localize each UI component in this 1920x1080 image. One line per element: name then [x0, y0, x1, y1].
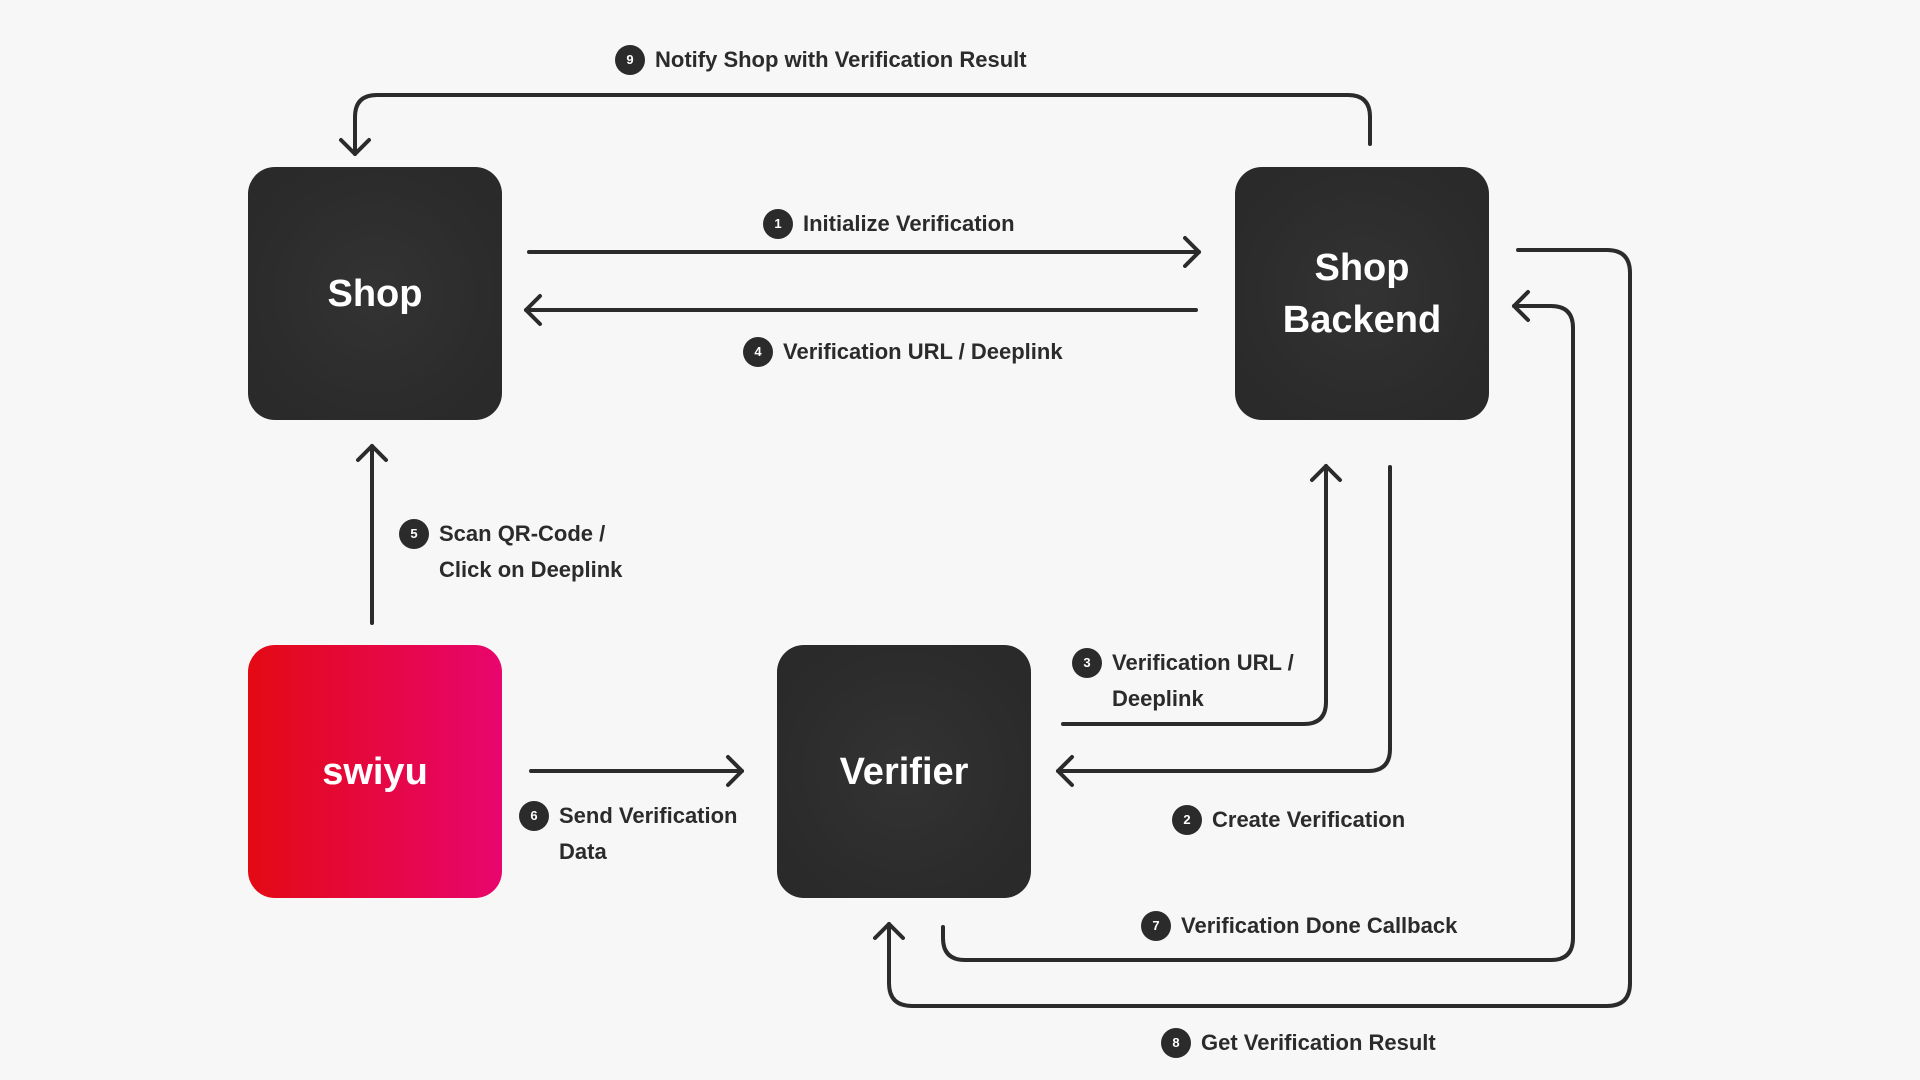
step-label-8: 8 Get Verification Result — [1161, 1025, 1436, 1061]
step-badge-2: 2 — [1172, 805, 1202, 835]
verifier-node-label: Verifier — [839, 750, 969, 793]
arrow-step-3 — [1061, 464, 1328, 726]
step-text-5: Scan QR-Code / Click on Deeplink — [439, 521, 623, 582]
step-label-6: 6 Send Verification Data — [519, 798, 738, 870]
arrowhead-step-9 — [339, 138, 371, 156]
arrowhead-step-3 — [1310, 464, 1342, 482]
arrowhead-step-5 — [356, 444, 388, 462]
step-badge-4: 4 — [743, 337, 773, 367]
step-text-2: Create Verification — [1212, 807, 1406, 832]
arrowhead-step-1 — [1183, 236, 1201, 268]
step-text-1: Initialize Verification — [803, 211, 1015, 236]
verifier-node: Verifier — [777, 645, 1031, 898]
step-badge-6: 6 — [519, 801, 549, 831]
step-label-1: 1 Initialize Verification — [763, 206, 1015, 242]
step-text-6: Send Verification Data — [559, 803, 738, 864]
step-label-4: 4 Verification URL / Deeplink — [743, 334, 1063, 370]
step-label-7: 7 Verification Done Callback — [1141, 908, 1457, 944]
step-badge-1: 1 — [763, 209, 793, 239]
step-label-9: 9 Notify Shop with Verification Result — [615, 42, 1027, 78]
step-label-5: 5 Scan QR-Code / Click on Deeplink — [399, 516, 622, 588]
arrow-step-8 — [887, 248, 1632, 1008]
shop-backend-node: Shop Backend — [1235, 167, 1489, 420]
shop-backend-node-label: Shop Backend — [1282, 246, 1442, 341]
step-badge-3: 3 — [1072, 648, 1102, 678]
arrowhead-step-8 — [873, 922, 905, 940]
step-text-9: Notify Shop with Verification Result — [655, 47, 1027, 72]
swiyu-node-label: swiyu — [322, 750, 428, 793]
arrow-step-7 — [941, 304, 1575, 962]
arrow-step-2 — [1056, 465, 1392, 773]
arrow-step-9 — [353, 93, 1372, 156]
shop-node: Shop — [248, 167, 502, 420]
arrowhead-step-6 — [726, 755, 744, 787]
step-badge-8: 8 — [1161, 1028, 1191, 1058]
arrowhead-step-7 — [1512, 290, 1530, 322]
step-badge-5: 5 — [399, 519, 429, 549]
step-label-3: 3 Verification URL / Deeplink — [1072, 645, 1294, 717]
arrowhead-step-2 — [1056, 755, 1074, 787]
step-text-7: Verification Done Callback — [1181, 913, 1458, 938]
shop-node-label: Shop — [327, 272, 423, 315]
swiyu-node: swiyu — [248, 645, 502, 898]
step-text-8: Get Verification Result — [1201, 1030, 1436, 1055]
step-badge-9: 9 — [615, 45, 645, 75]
step-badge-7: 7 — [1141, 911, 1171, 941]
step-text-4: Verification URL / Deeplink — [783, 339, 1063, 364]
step-text-3: Verification URL / Deeplink — [1112, 650, 1294, 711]
step-label-2: 2 Create Verification — [1172, 802, 1405, 838]
arrowhead-step-4 — [524, 294, 542, 326]
